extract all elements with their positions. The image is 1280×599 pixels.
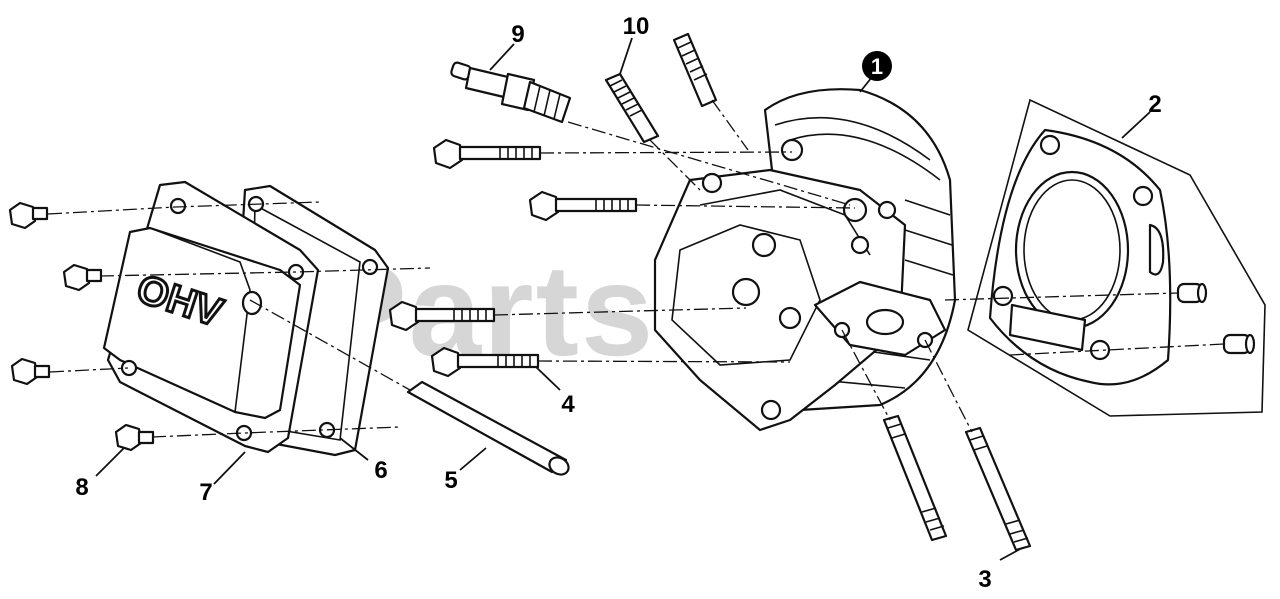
callout-1-label: 1: [871, 54, 883, 79]
callout-4-label: 4: [561, 391, 575, 418]
spark-plug[interactable]: [450, 61, 572, 124]
dowel-pin-upper[interactable]: [1176, 282, 1208, 304]
stud-10-right[interactable]: [672, 32, 718, 108]
head-bolt-bottom[interactable]: [430, 346, 540, 378]
push-rod-tube[interactable]: [406, 380, 572, 478]
callout-8-label: 8: [75, 474, 88, 501]
callout-6-label: 6: [374, 457, 387, 484]
callout-1-badge: [862, 51, 892, 81]
callout-7-label: 7: [199, 479, 212, 506]
cover-bolt-1[interactable]: [8, 201, 49, 230]
cover-bolt-2[interactable]: [62, 263, 103, 292]
stud-3-left[interactable]: [882, 414, 948, 542]
stud-10-left[interactable]: [604, 72, 660, 144]
dowel-pin-lower[interactable]: [1222, 333, 1256, 355]
callout-10-label: 10: [623, 13, 650, 40]
head-bolt-upper-mid[interactable]: [528, 190, 638, 222]
cylinder-head[interactable]: [653, 88, 957, 432]
stud-3-right[interactable]: [964, 426, 1032, 552]
callout-5-label: 5: [444, 467, 457, 494]
head-gasket[interactable]: [967, 98, 1266, 417]
callout-3-label: 3: [978, 566, 991, 593]
cover-bolt-3[interactable]: [10, 357, 51, 386]
rocker-cover[interactable]: OHV: [102, 180, 320, 454]
head-bolt-top[interactable]: [432, 138, 542, 170]
cover-bolt-4[interactable]: [114, 423, 155, 452]
assembly-center-lines: [47, 99, 1225, 438]
callout-9-label: 9: [511, 21, 524, 48]
callout-leaders: [95, 37, 1151, 561]
callout-1: 1: [862, 51, 892, 81]
callout-2-label: 2: [1148, 91, 1161, 118]
